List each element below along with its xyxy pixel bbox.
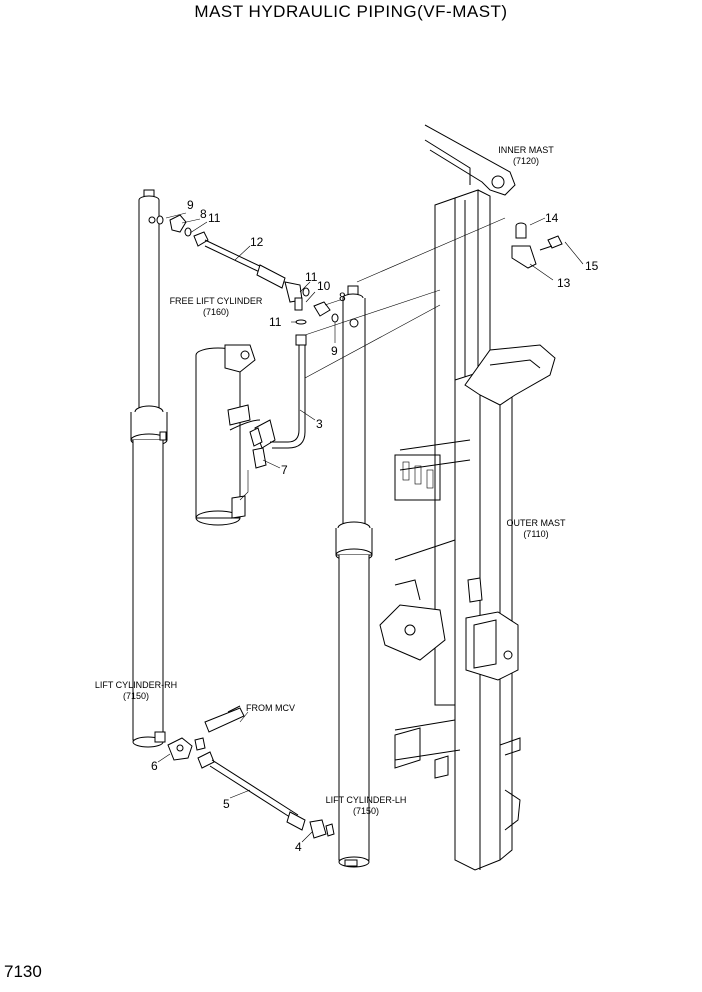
callout-13: 13 (557, 276, 571, 290)
leader-lines (157, 212, 584, 843)
callout-5: 5 (223, 797, 230, 811)
callout-8-right: 8 (339, 290, 346, 304)
lift-cylinder-rh-label: LIFT CYLINDER-RH (95, 680, 177, 690)
callout-6: 6 (151, 759, 158, 773)
inner-mast-code: (7120) (513, 156, 539, 166)
bottom-piping-drawing (167, 705, 335, 839)
page-title: MAST HYDRAULIC PIPING(VF-MAST) (194, 2, 508, 21)
callout-3: 3 (316, 417, 323, 431)
from-mcv-label: FROM MCV (246, 703, 295, 713)
outer-mast-code: (7110) (523, 529, 548, 539)
lift-cylinder-rh-drawing (130, 189, 168, 748)
callout-15: 15 (585, 259, 599, 273)
inner-mast-label: INNER MAST (498, 145, 554, 155)
lift-cylinder-lh-code: (7150) (353, 806, 379, 816)
callout-9-top: 9 (187, 198, 194, 212)
free-lift-cylinder-drawing (195, 344, 256, 526)
callout-7: 7 (281, 463, 288, 477)
callout-11-tee: 11 (305, 270, 318, 284)
callout-9-right: 9 (331, 344, 338, 358)
lift-cylinder-lh-drawing (335, 285, 373, 868)
outer-mast-label: OUTER MAST (506, 518, 566, 528)
callout-4: 4 (295, 840, 302, 854)
callout-11-top: 11 (208, 211, 221, 225)
callout-12: 12 (250, 235, 264, 249)
callout-11-lower: 11 (269, 315, 282, 329)
callout-14: 14 (545, 211, 559, 225)
lift-cylinder-rh-code: (7150) (123, 691, 149, 701)
free-lift-cylinder-label: FREE LIFT CYLINDER (170, 296, 263, 306)
callout-10: 10 (317, 279, 331, 293)
page-number: 7130 (4, 962, 42, 981)
outer-mast-drawing (379, 344, 556, 871)
clamp-bracket-drawing (511, 222, 563, 269)
hose-3-drawing (229, 334, 307, 501)
free-lift-cylinder-code: (7160) (203, 307, 229, 317)
lift-cylinder-lh-label: LIFT CYLINDER-LH (326, 795, 407, 805)
callout-8-top: 8 (200, 207, 207, 221)
